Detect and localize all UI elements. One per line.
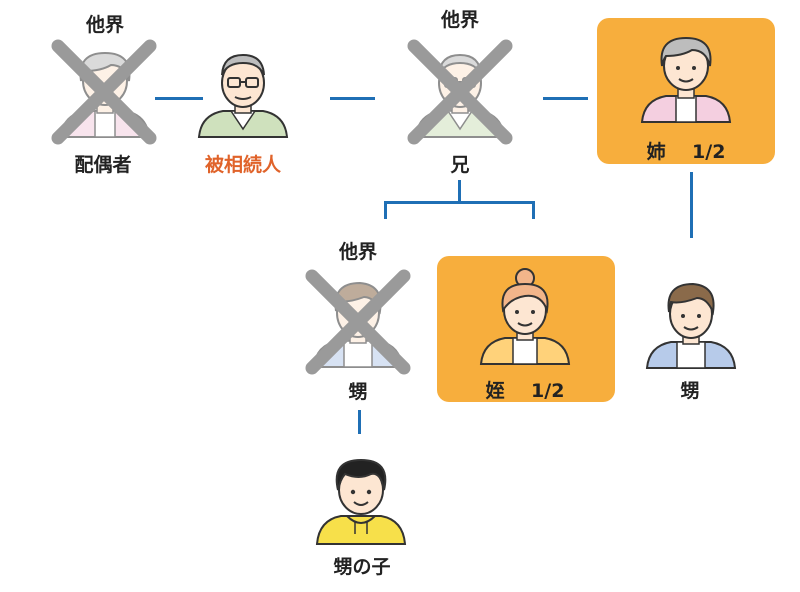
share-sister: 1/2	[692, 141, 726, 163]
status-label-brother: 他界	[440, 9, 480, 31]
deceased-cross-icon	[305, 269, 411, 375]
line-brother-down	[458, 180, 461, 203]
line-spouse-decedent	[155, 97, 203, 100]
elderly-woman-icon	[641, 37, 731, 123]
person-label-spouse: 配偶者	[74, 154, 132, 176]
person-label-sister: 姉 1/2	[647, 137, 726, 164]
line-nephew1-grandnephew	[358, 410, 361, 434]
person-label-decedent: 被相続人	[204, 154, 282, 176]
line-to-niece	[532, 201, 535, 219]
person-name-sister: 姉	[646, 141, 666, 163]
elderly-man-glasses-icon	[198, 54, 288, 138]
young-man-icon	[646, 283, 736, 369]
boy-hoodie-icon	[316, 459, 406, 545]
young-woman-bun-icon	[480, 268, 570, 365]
person-label-niece: 姪 1/2	[486, 376, 565, 403]
person-label-grandnephew: 甥の子	[333, 556, 391, 578]
status-label-spouse: 他界	[85, 14, 125, 36]
person-name-niece: 姪	[485, 380, 505, 402]
person-label-nephew1: 甥	[348, 381, 368, 403]
line-sister-nephew2	[690, 172, 693, 238]
person-label-nephew2: 甥	[680, 380, 700, 402]
share-niece: 1/2	[531, 380, 565, 402]
line-brother-sister	[543, 97, 588, 100]
deceased-cross-icon	[51, 39, 157, 145]
deceased-cross-icon	[407, 39, 513, 145]
person-label-brother: 兄	[450, 154, 470, 176]
status-label-nephew1: 他界	[338, 241, 378, 263]
line-to-nephew1	[384, 201, 387, 219]
line-brother-children-bar	[384, 201, 535, 204]
line-decedent-brother	[330, 97, 375, 100]
